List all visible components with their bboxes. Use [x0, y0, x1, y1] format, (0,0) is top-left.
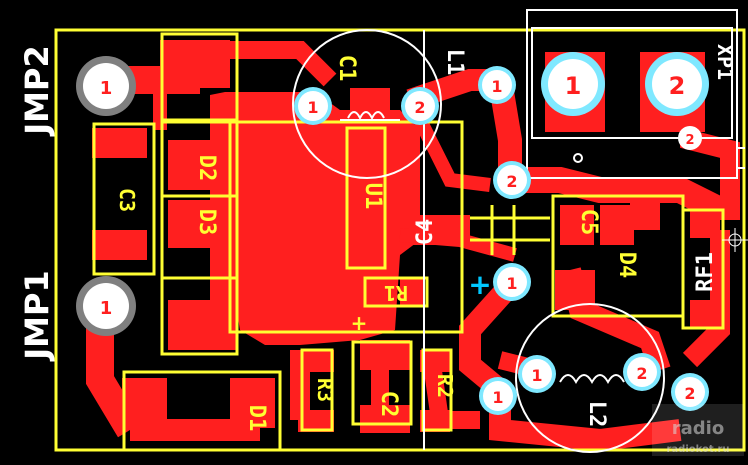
- l2-pad-2[interactable]: 2: [623, 353, 661, 391]
- jmp1-pad[interactable]: 1: [76, 276, 136, 336]
- u1-outline: [228, 120, 464, 334]
- pin-label: 2: [685, 133, 694, 148]
- designator-labels: JMP2 JMP1 C1 L1 XP1 C3 D2 D3 U1 C4 C5 D4…: [18, 44, 737, 431]
- c2-label: C2: [376, 391, 401, 418]
- u1-label: U1: [360, 183, 385, 210]
- l1-pad-1[interactable]: 1: [478, 66, 516, 104]
- d1-outline: [122, 370, 282, 452]
- l2-label: L2: [584, 401, 609, 428]
- pin-label: 1: [307, 98, 318, 117]
- d4-label: D4: [614, 252, 639, 279]
- pin-label: 1: [506, 274, 517, 293]
- pin-label: 1: [100, 78, 113, 99]
- pin-label: 1: [531, 366, 542, 385]
- pin-label: 1: [565, 72, 582, 100]
- c4-symbol: [470, 216, 550, 242]
- xp1-label: XP1: [713, 44, 737, 80]
- pads-layer: 1 1 1 2 1 2: [76, 52, 709, 415]
- r2-label: R2: [433, 374, 457, 398]
- xp1-pad-1[interactable]: 1: [541, 52, 605, 116]
- pin-label: 1: [100, 298, 113, 319]
- d3-label: D3: [194, 209, 219, 236]
- d1-label: D1: [244, 405, 269, 432]
- d2-d3-outline: [160, 32, 239, 356]
- c2-polarity-mark: +: [351, 311, 368, 335]
- c1-label: C1: [334, 55, 359, 82]
- pin-label: 1: [491, 77, 502, 96]
- rf1-label: RF1: [693, 252, 718, 292]
- u1-body: [345, 126, 387, 270]
- d2-label: D2: [194, 155, 219, 182]
- r3-label: R3: [313, 378, 337, 402]
- c3-label: C3: [115, 188, 139, 212]
- watermark: radio radiokot.ru: [652, 404, 744, 456]
- l1-pad-2[interactable]: 2: [493, 161, 531, 199]
- r1-outline: [363, 276, 429, 308]
- pin-label: 2: [636, 364, 647, 383]
- c1-pad-1[interactable]: 1: [294, 87, 332, 125]
- l2-pad-1[interactable]: 1: [518, 355, 556, 393]
- l2-circle-outline: [515, 303, 665, 453]
- pin-label: 2: [684, 384, 695, 403]
- silkscreen-layer: [54, 28, 746, 452]
- c5-label: C5: [576, 209, 601, 236]
- jmp2-label: JMP2: [18, 45, 56, 136]
- xp1-pad-2-alt[interactable]: 2: [678, 126, 702, 150]
- c2-outline: [351, 340, 413, 426]
- c4-polarity-mark: +: [468, 268, 491, 301]
- watermark-main: radio: [672, 418, 724, 439]
- rf1-outline: [681, 208, 725, 330]
- r3-outline: [300, 348, 334, 432]
- c4-label: C4: [413, 219, 438, 246]
- pin-label: 2: [506, 172, 517, 191]
- copper-layer: [86, 40, 740, 452]
- pin-label: 1: [492, 388, 503, 407]
- pin-label: 2: [414, 98, 425, 117]
- jmp1-label: JMP1: [18, 270, 56, 361]
- c4-pad-1[interactable]: 1: [493, 263, 531, 301]
- crosshair-cursor-icon: [722, 228, 748, 252]
- rf1-pad[interactable]: 2: [671, 373, 709, 411]
- jmp2-pad[interactable]: 1: [76, 56, 136, 116]
- l1-label: L1: [442, 49, 467, 76]
- c3-outline: [92, 122, 156, 276]
- xp1-connector-outline: [526, 9, 738, 179]
- c1-circle-outline: [292, 29, 442, 179]
- l2-pad-3[interactable]: 1: [479, 377, 517, 415]
- r1-label: R1: [384, 281, 408, 305]
- pin-label: 2: [669, 72, 686, 100]
- xp1-pad-2[interactable]: 2: [645, 52, 709, 116]
- watermark-sub: radiokot.ru: [666, 444, 729, 455]
- c1-pad-2[interactable]: 2: [401, 87, 439, 125]
